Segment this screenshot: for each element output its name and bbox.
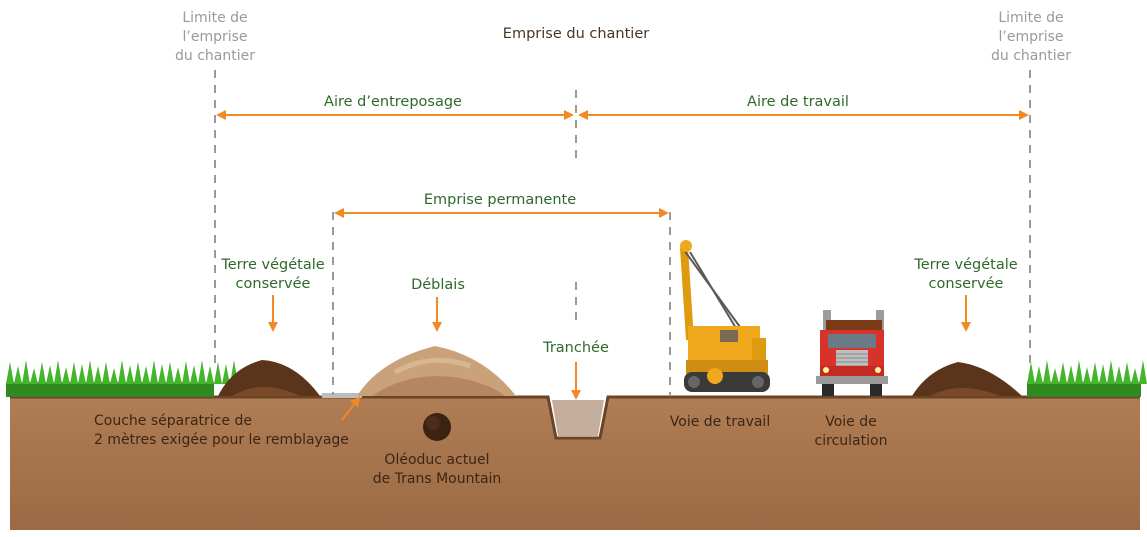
- separation-layer-label: Couche séparatrice de 2 mètres exigée po…: [94, 413, 349, 448]
- grass-icon: [6, 360, 238, 397]
- separation-layer-pointer: [341, 396, 361, 421]
- ground-soil: [10, 397, 1140, 530]
- spoil-label: Déblais: [411, 277, 465, 293]
- existing-pipeline-label: Oléoduc actuel de Trans Mountain: [372, 452, 502, 487]
- topsoil-right-label: Terre végétale conservée: [914, 257, 1018, 292]
- topsoil-pile-icon: [912, 362, 1022, 396]
- boundary-label-right: Limite de l’emprise du chantier: [991, 10, 1071, 64]
- boundary-label-left: Limite de l’emprise du chantier: [175, 10, 255, 64]
- work-lane-label: Voie de travail: [669, 414, 771, 430]
- permanent-row-label: Emprise permanente: [423, 192, 577, 208]
- separation-layer: [322, 393, 362, 398]
- work-area-label: Aire de travail: [747, 94, 849, 110]
- ground-surface-line: [10, 395, 1140, 440]
- sideboom-icon: [680, 240, 770, 392]
- spoil-pile-icon: [357, 346, 516, 396]
- topsoil-pile-icon: [218, 360, 320, 396]
- topsoil-left-label: Terre végétale conservée: [221, 257, 325, 292]
- pipe-icon: [423, 413, 451, 441]
- trench-label: Tranchée: [543, 340, 609, 356]
- truck-icon: [816, 310, 888, 396]
- travel-lane-label: Voie de circulation: [814, 414, 888, 449]
- site-title: Emprise du chantier: [502, 26, 650, 42]
- storage-area-label: Aire d’entreposage: [324, 94, 462, 110]
- trench-shadow: [552, 400, 604, 436]
- grass-icon: [1027, 360, 1147, 397]
